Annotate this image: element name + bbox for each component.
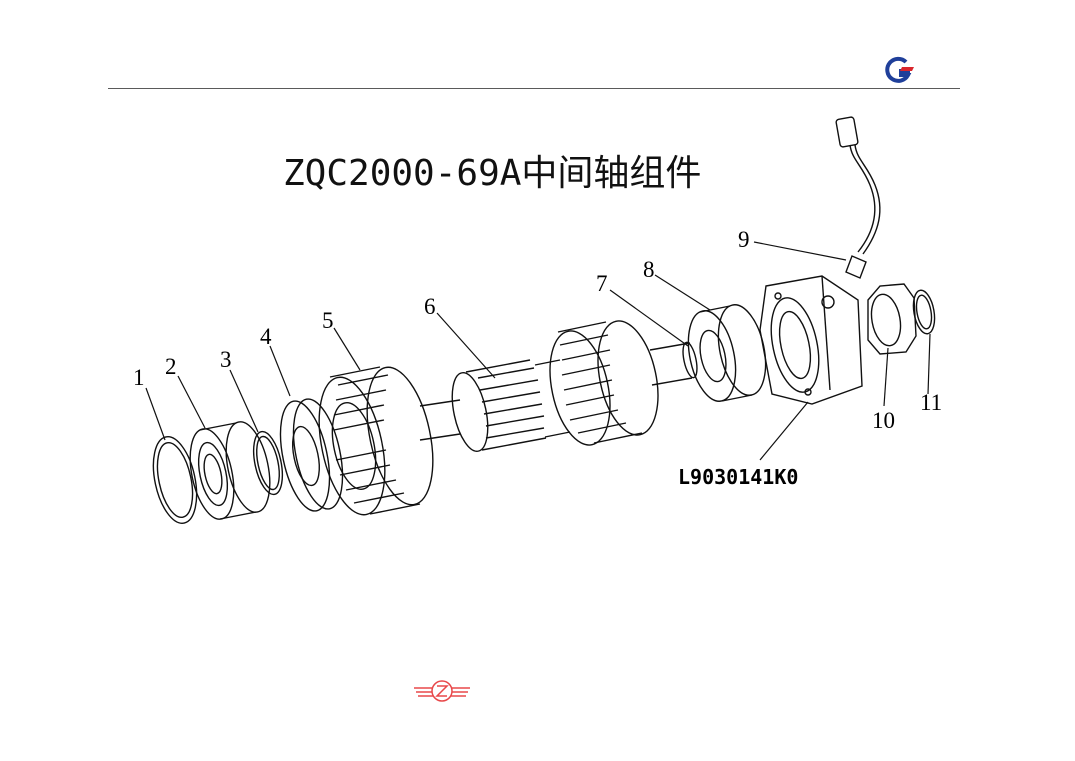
callout-5: 5: [322, 308, 334, 333]
ring-part-3: [252, 430, 284, 496]
callout-1: 1: [133, 365, 145, 390]
helical-gear-part-5: [318, 366, 434, 516]
callout-6: 6: [424, 294, 436, 319]
bearing-housing: [759, 275, 863, 405]
nut-part-10: [867, 283, 917, 355]
ring-part-11: [912, 289, 936, 335]
bearing-part-2: [189, 421, 271, 520]
company-logo-icon: [885, 56, 914, 83]
housing-part-number: L9030141K0: [678, 465, 799, 489]
callout-3: 3: [220, 347, 232, 372]
callout-4: 4: [260, 324, 272, 349]
thrust-washer-part-4: [279, 398, 344, 512]
callout-9: 9: [738, 227, 750, 252]
brand-emblem-icon: [414, 680, 470, 702]
callout-2: 2: [165, 354, 177, 379]
snap-ring-part-1: [152, 436, 198, 524]
header-rule: [108, 88, 960, 89]
countershaft-part-6: [419, 320, 698, 452]
speed-sensor-part-9: [835, 116, 881, 279]
callout-8: 8: [643, 257, 655, 282]
diagram-title: ZQC2000-69A中间轴组件: [283, 153, 702, 194]
callout-7: 7: [596, 271, 608, 296]
callout-10: 10: [872, 408, 895, 433]
callout-11: 11: [920, 390, 943, 415]
bearing-part-8: [687, 304, 767, 402]
